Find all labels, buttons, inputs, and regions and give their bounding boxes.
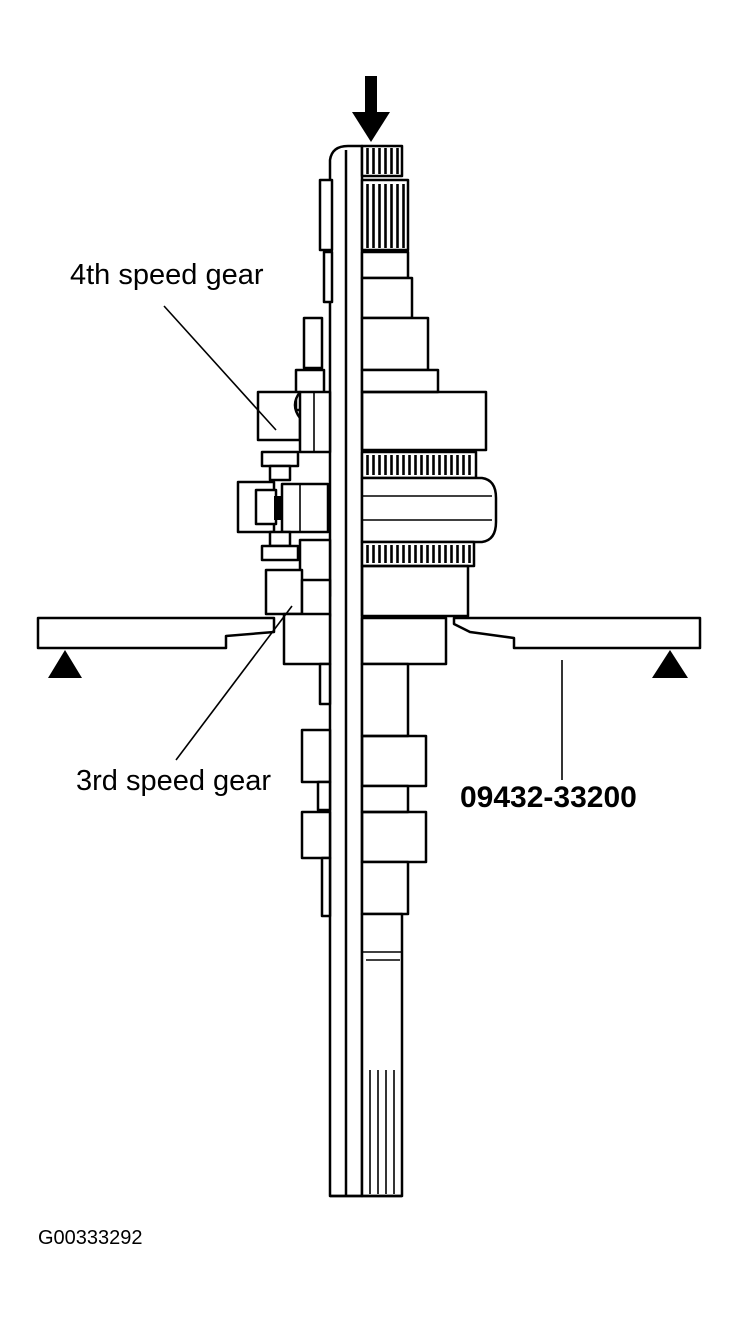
upper-gear [360, 390, 498, 618]
lower-shaft [282, 612, 448, 1198]
tool-number-label: 09432-33200 [460, 781, 637, 814]
support-plate-tool [36, 616, 702, 678]
third-speed-gear-label: 3rd speed gear [76, 765, 271, 797]
main-shaft [318, 144, 440, 1198]
figure-id-label: G00333292 [38, 1227, 143, 1249]
fourth-speed-gear-assembly [236, 316, 332, 618]
press-arrow-icon [352, 76, 390, 142]
fourth-speed-gear-label: 4th speed gear [70, 259, 264, 291]
leader-lines [163, 305, 563, 780]
